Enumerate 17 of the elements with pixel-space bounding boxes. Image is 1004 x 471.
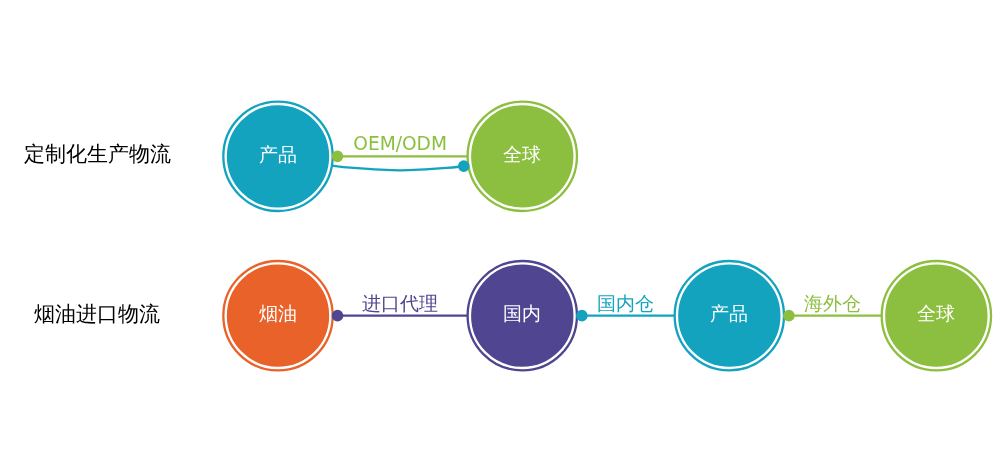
label: 烟油进口物流 <box>33 301 160 326</box>
connector <box>331 309 468 321</box>
edge-label: OEM/ODM <box>352 132 447 154</box>
connector <box>331 159 470 172</box>
edge-label: 国内仓 <box>596 292 654 314</box>
node-circle: 全球 <box>880 259 992 371</box>
node-circle: 产品 <box>221 100 334 212</box>
connector <box>782 309 881 321</box>
connector <box>575 309 674 321</box>
node-circle: 全球 <box>465 100 578 212</box>
edge-label: 进口代理 <box>361 292 438 314</box>
edge-label: 海外仓 <box>803 292 861 314</box>
node-circle: 烟油 <box>221 259 334 371</box>
label: 定制化生产物流 <box>23 141 171 166</box>
connector <box>331 150 468 162</box>
node-circle: 产品 <box>673 259 785 371</box>
node-circle: 国内 <box>465 259 578 371</box>
